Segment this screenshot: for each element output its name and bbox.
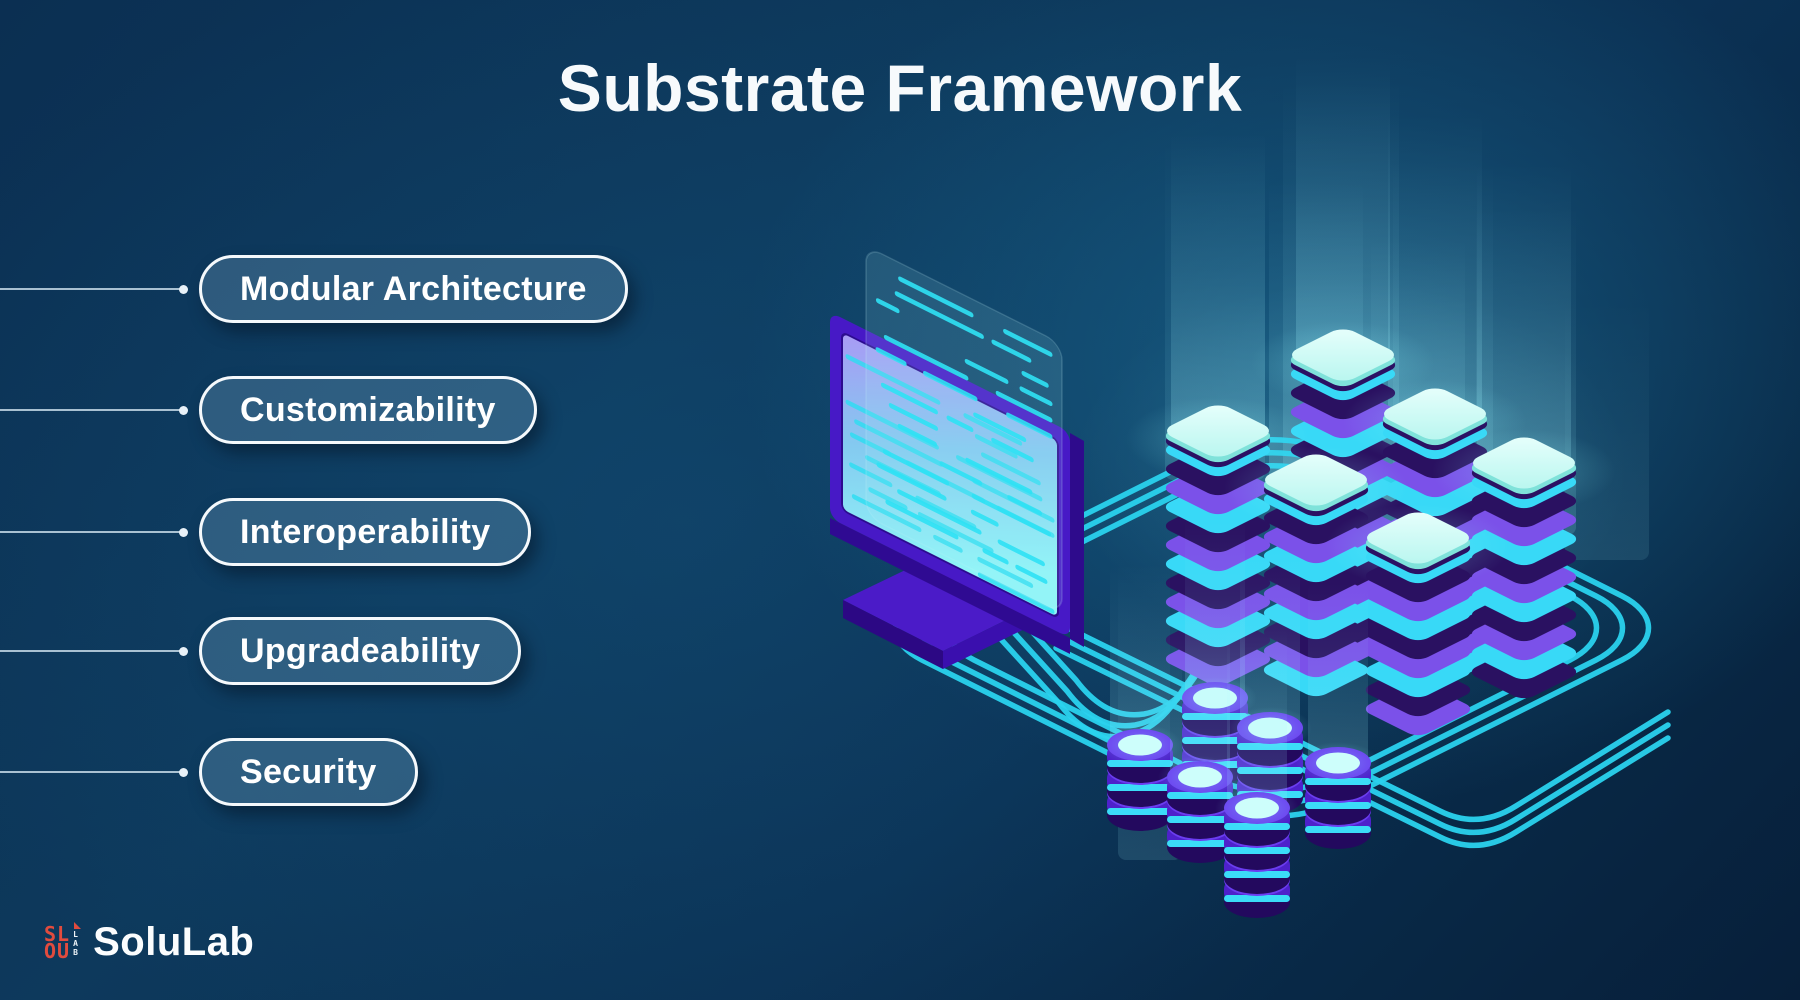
connector-dot (179, 767, 188, 777)
connector-dot (179, 284, 188, 294)
feature-pill-upgradeability: Upgradeability (199, 617, 522, 685)
feature-label: Upgradeability (240, 631, 481, 670)
feature-pill-modular-architecture: Modular Architecture (199, 255, 628, 323)
connector-line (0, 771, 180, 773)
connector-line (0, 288, 180, 290)
code-panel (865, 251, 1063, 609)
connector-dot (179, 646, 188, 656)
coin-stacks (1098, 518, 1380, 918)
connector-line (0, 650, 180, 652)
logo-mark-row1: SL (44, 921, 71, 946)
monitor-illustration (830, 251, 1084, 669)
feature-row: Upgradeability (0, 617, 522, 685)
coin-stack (1296, 583, 1380, 849)
feature-pill-customizability: Customizability (199, 376, 537, 444)
block-stack (1326, 504, 1510, 736)
coin-stack (1098, 565, 1182, 831)
page-title: Substrate Framework (557, 51, 1243, 125)
feature-row: Security (0, 738, 418, 806)
feature-row: Modular Architecture (0, 255, 628, 323)
feature-row: Customizability (0, 376, 537, 444)
feature-label: Security (240, 752, 377, 791)
feature-label: Interoperability (240, 512, 491, 551)
connector-line (0, 409, 180, 411)
solulab-logo-mark-icon: SL OU LAB (44, 921, 82, 963)
feature-row: Interoperability (0, 498, 532, 566)
logo-text: SoluLab (93, 920, 255, 964)
feature-pill-interoperability: Interoperability (199, 498, 532, 566)
solulab-logo: SL OU LAB SoluLab (44, 920, 254, 965)
block-stack (1432, 429, 1616, 699)
connector-line (0, 531, 180, 533)
connector-dot (179, 527, 188, 537)
logo-mark-row2: OU (44, 938, 71, 963)
coin-stack (1215, 628, 1299, 918)
connector-dot (179, 405, 188, 415)
logo-mark-lab: LAB (71, 929, 81, 957)
feature-pill-security: Security (199, 738, 418, 806)
logo-mark-arrow-icon (74, 921, 82, 929)
feature-label: Customizability (240, 390, 496, 429)
feature-label: Modular Architecture (240, 269, 587, 308)
